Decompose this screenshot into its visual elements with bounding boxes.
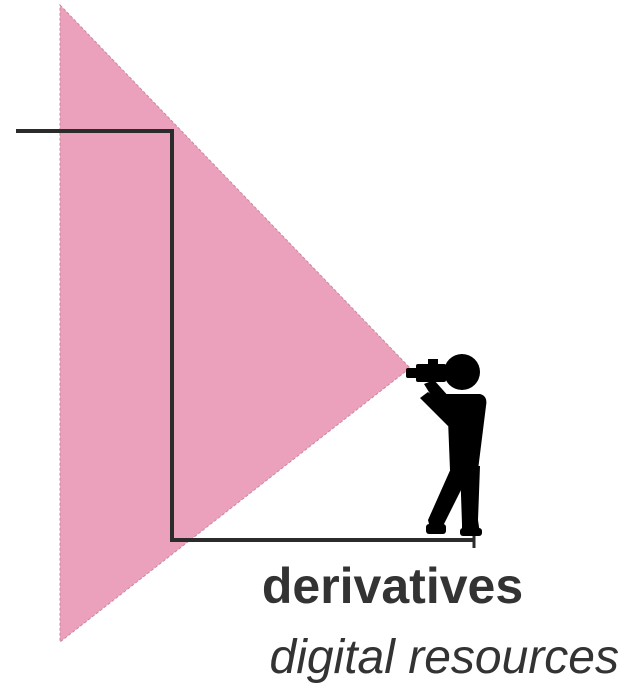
camera-view-cone [59,3,411,644]
photographer-icon [406,354,487,536]
camera-icon [406,359,446,382]
frame-outline [16,129,474,542]
diagram-title: derivatives [261,558,524,614]
diagram-subtitle: digital resources [269,631,620,684]
